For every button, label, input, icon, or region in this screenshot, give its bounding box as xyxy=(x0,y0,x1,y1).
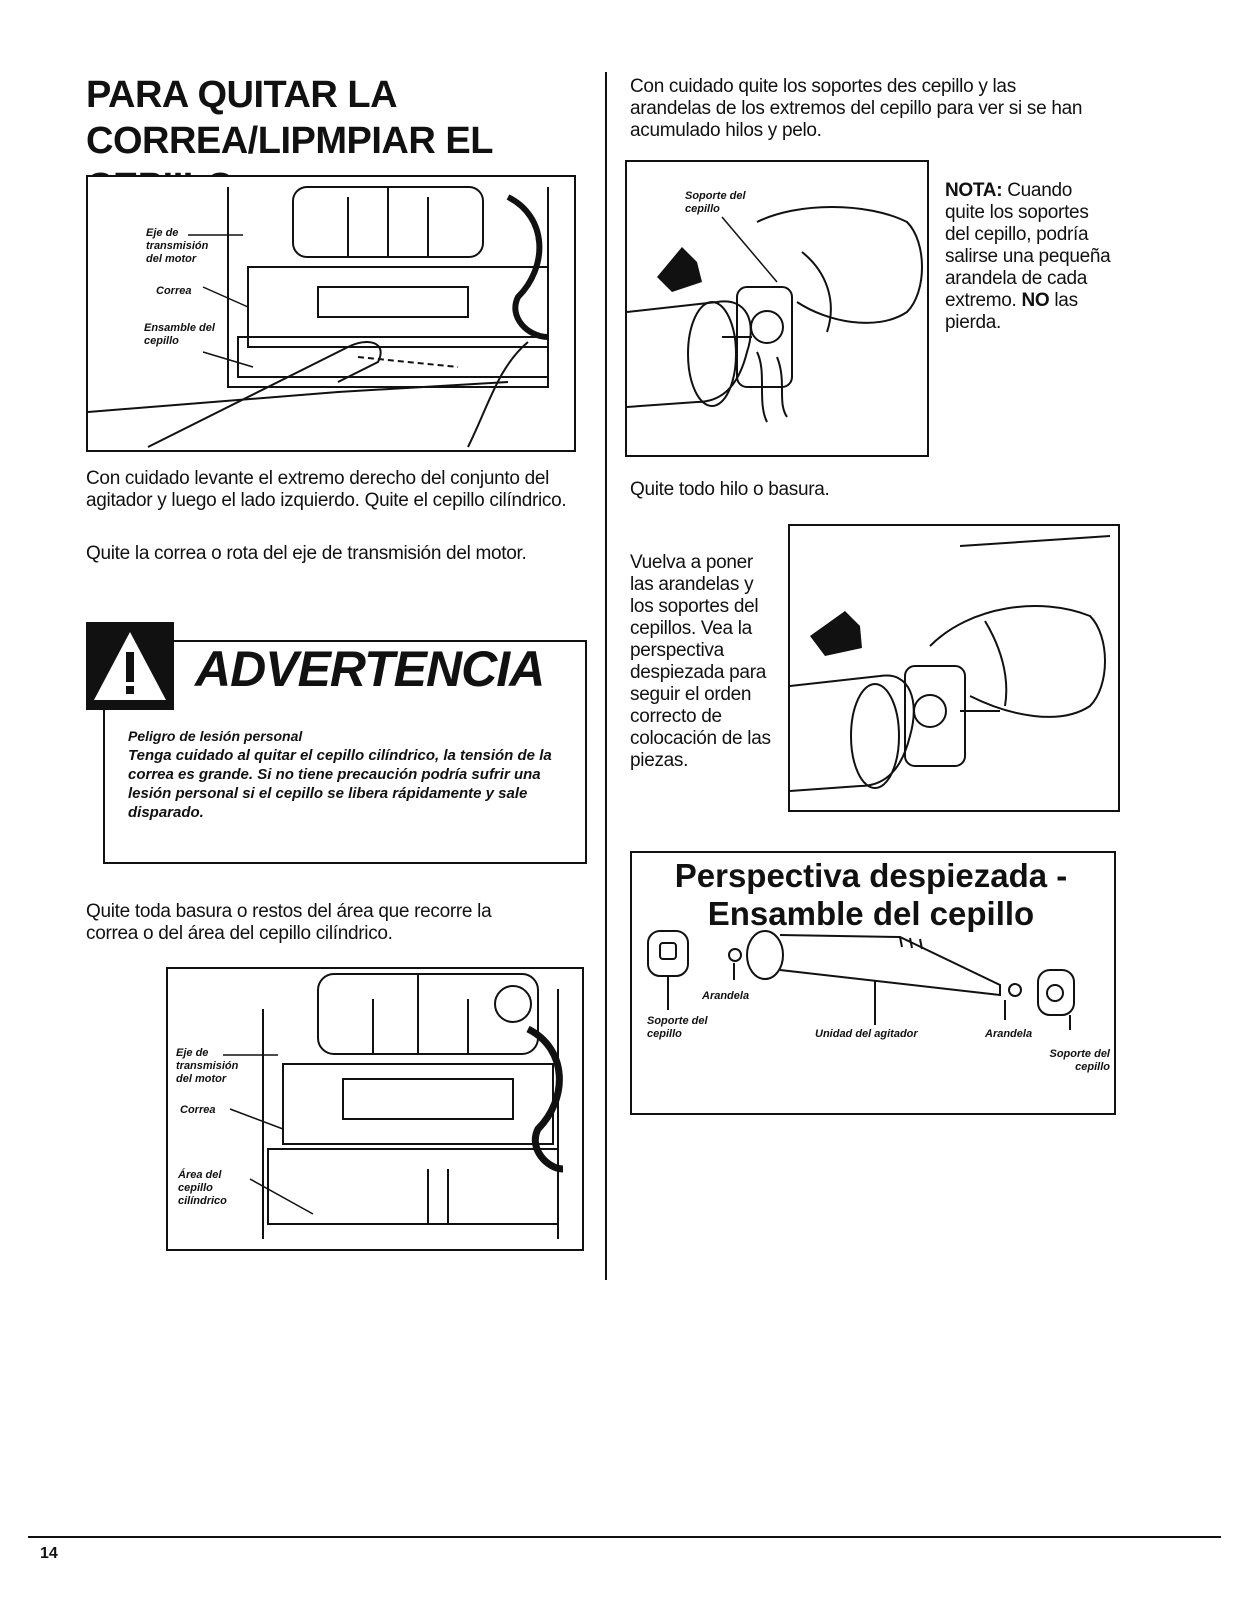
page-title: PARA QUITAR LA CORREA/LIPMPIAR EL CEPIIL… xyxy=(86,72,586,210)
note-block: NOTA: Cuando quite los soportes del cepi… xyxy=(945,180,1115,334)
warning-text: Tenga cuidado al quitar el cepillo cilín… xyxy=(128,747,552,821)
title-line-1: PARA QUITAR LA xyxy=(86,74,398,116)
warning-title: ADVERTENCIA xyxy=(195,641,545,697)
label-arandela-1: Arandela xyxy=(702,990,750,1002)
warning-subtitle: Peligro de lesión personal xyxy=(128,728,303,744)
note-text: Cuando quite los soportes del cepillo, p… xyxy=(945,180,1111,311)
callout-area: Área del cepillo cilíndrico xyxy=(178,1169,227,1207)
exploded-title-line-2: Ensamble del cepillo xyxy=(707,895,1035,932)
paragraph-clean-area: Quite toda basura o restos del área que … xyxy=(86,901,492,944)
callout-correa: Correa xyxy=(156,285,192,297)
figure-brush-area-drawing xyxy=(223,973,564,1239)
paragraph-remove-belt: Quite la correa o rota del eje de transm… xyxy=(86,543,527,564)
paragraph-lift-agitator: Con cuidado levante el extremo derecho d… xyxy=(86,468,567,511)
paragraph-replace-parts: Vuelva a poner las arandelas y los sopor… xyxy=(630,552,771,771)
column-divider xyxy=(605,72,607,1280)
note-no: NO xyxy=(1021,290,1050,311)
label-unidad-agitador: Unidad del agitador xyxy=(815,1028,918,1040)
callout-soporte: Soporte del cepillo xyxy=(685,190,746,215)
label-soporte-1: Soporte del cepillo xyxy=(647,1015,708,1040)
paragraph-remove-supports: Con cuidado quite los soportes des cepil… xyxy=(630,76,1083,141)
warning-text-block: Peligro de lesión personal Tenga cuidado… xyxy=(128,727,578,822)
figure-replace-support xyxy=(788,524,1120,812)
page-number: 14 xyxy=(40,1545,58,1562)
label-arandela-2: Arandela xyxy=(985,1028,1033,1040)
figure-remove-support: Soporte del cepillo xyxy=(625,160,929,457)
warning-box xyxy=(103,640,587,864)
exploded-view-drawing xyxy=(640,925,1100,1045)
figure-belt-removal-drawing xyxy=(88,186,549,448)
note-end: las pierda. xyxy=(945,290,1078,333)
figure-brush-area: Eje de transmisión del motor Correa Área… xyxy=(166,967,584,1251)
note-label: NOTA: xyxy=(945,180,1003,201)
figure-belt-removal: Eje de transmisión del motor Correa Ensa… xyxy=(86,175,576,452)
callout-eje: Eje de transmisión del motor xyxy=(146,227,209,265)
figure-remove-support-drawing xyxy=(627,206,923,423)
paragraph-remove-thread: Quite todo hilo o basura. xyxy=(630,479,830,500)
callout-eje-2: Eje de transmisión del motor xyxy=(176,1047,239,1085)
label-soporte-2: Soporte del cepillo xyxy=(1049,1048,1110,1073)
callout-ensamble: Ensamble del cepillo xyxy=(144,322,215,347)
footer-rule xyxy=(28,1536,1221,1538)
warning-triangle-icon xyxy=(86,622,174,710)
exploded-view-title: Perspectiva despiezada - Ensamble del ce… xyxy=(630,857,1112,933)
figure-replace-support-drawing xyxy=(790,535,1111,792)
callout-correa-2: Correa xyxy=(180,1104,216,1116)
exploded-view-box xyxy=(630,851,1116,1115)
exploded-title-line-1: Perspectiva despiezada - xyxy=(674,857,1068,894)
